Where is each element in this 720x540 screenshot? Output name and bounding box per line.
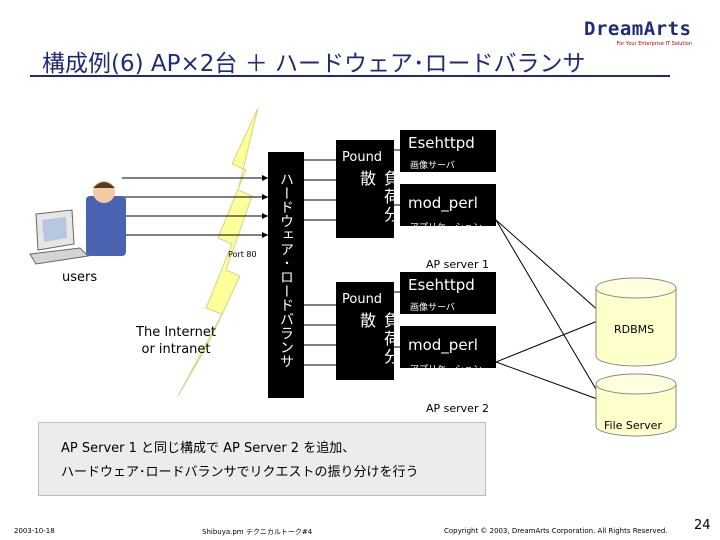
- pound-box-1: Pound 負荷分散: [336, 140, 400, 238]
- pound-label: Pound: [342, 150, 383, 165]
- note-line-1: AP Server 1 と同じ構成で AP Server 2 を追加、: [61, 441, 356, 456]
- server-label-2: AP server 2: [426, 402, 489, 415]
- app-server-sub: アプリケーション: [410, 223, 482, 233]
- monitor-screen: [42, 217, 67, 242]
- footer-date: 2003-10-18: [14, 527, 55, 535]
- user-computer-illustration: [29, 181, 126, 265]
- user-connection-arrows: [122, 177, 268, 236]
- footer-event: Shibuya.pm テクニカルトーク#4: [202, 528, 313, 536]
- web-server-sub: 画像サーバ: [410, 303, 455, 313]
- server-label-1: AP server 1: [426, 258, 489, 271]
- note-box: AP Server 1 と同じ構成で AP Server 2 を追加、 ハードウ…: [38, 422, 486, 496]
- web-server-box-2: Esehttpd 画像サーバ: [400, 272, 496, 314]
- app-server-box-2: mod_perl アプリケーション: [400, 326, 496, 375]
- network-label: The Internet or intranet: [136, 325, 216, 357]
- web-server-label: Esehttpd: [408, 276, 475, 294]
- pound-box-2: Pound 負荷分散: [336, 282, 400, 380]
- port-label: Port 80: [228, 250, 257, 259]
- server-to-backend-lines: [495, 219, 601, 401]
- footer-copyright: Copyright © 2003, DreamArts Corporation.…: [444, 527, 668, 535]
- lb-to-pound-lines: [304, 159, 340, 366]
- app-server-box-1: mod_perl アプリケーション: [400, 184, 496, 233]
- slide-title: 構成例(6) AP×2台 ＋ ハードウェア･ロードバランサ: [42, 51, 586, 77]
- file-server-cylinder: [595, 373, 677, 437]
- hardware-load-balancer: ハードウェア･ロードバランサ: [268, 152, 304, 398]
- users-label: users: [62, 270, 98, 285]
- arrow-heads: [262, 175, 268, 238]
- user-body: [86, 196, 126, 256]
- web-server-box-1: Esehttpd 画像サーバ: [400, 130, 496, 172]
- note-line-2: ハードウェア･ロードバランサでリクエストの振り分けを行う: [61, 465, 419, 480]
- keyboard: [29, 247, 90, 265]
- pound-vertical-label: 負荷分散: [357, 312, 400, 366]
- web-server-sub: 画像サーバ: [410, 161, 455, 171]
- network-lightning: [177, 107, 259, 397]
- dreamarts-logo: DreamArts For Your Enterprise IT Solutio…: [584, 18, 692, 52]
- app-server-label: mod_perl: [408, 336, 478, 354]
- logo-tagline: For Your Enterprise IT Solution: [616, 41, 692, 47]
- app-server-sub: アプリケーション: [410, 365, 482, 375]
- title-rule: [30, 75, 670, 77]
- pound-label: Pound: [342, 292, 383, 307]
- rdbms-cylinder: [595, 277, 677, 367]
- rdbms-label: RDBMS: [614, 323, 655, 336]
- pound-vertical-label: 負荷分散: [357, 170, 400, 224]
- file-server-label: File Server: [604, 419, 662, 432]
- page-number: 24: [694, 518, 711, 533]
- logo-name: DreamArts: [584, 18, 692, 40]
- app-server-label: mod_perl: [408, 194, 478, 212]
- user-hair: [93, 182, 115, 188]
- web-server-label: Esehttpd: [408, 134, 475, 152]
- load-balancer-label: ハードウェア･ロードバランサ: [278, 172, 294, 368]
